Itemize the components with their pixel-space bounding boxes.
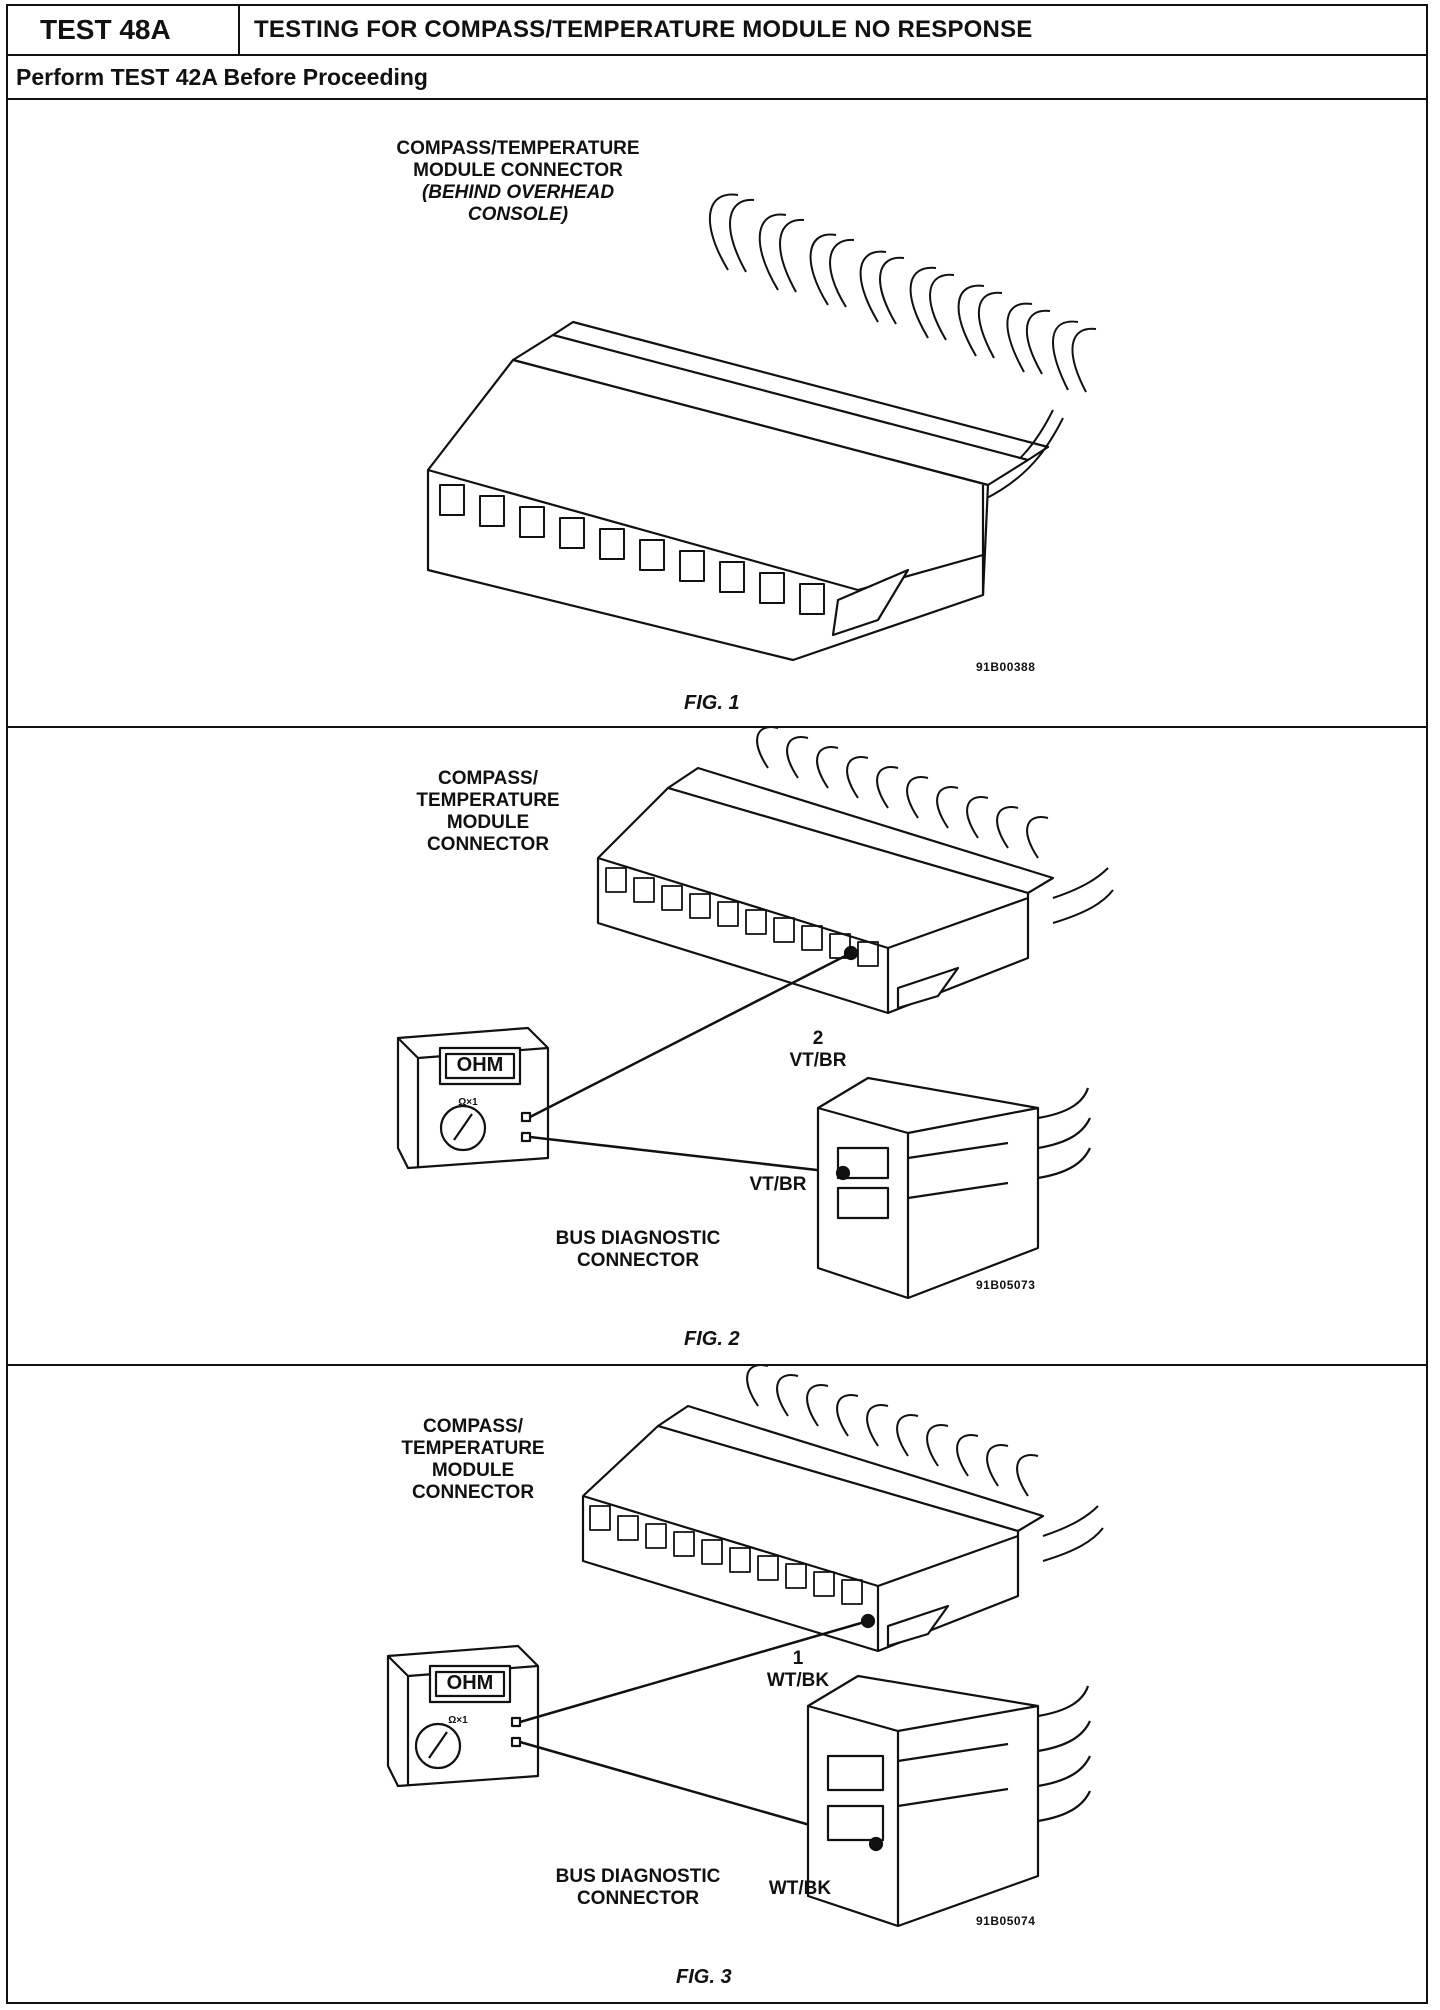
figure-3-drawing — [386, 1366, 1104, 1928]
fig2-pin-number: 2 — [812, 1028, 824, 1049]
terminal-cavity — [799, 583, 825, 615]
fig3-module-label-2: TEMPERATURE — [401, 1438, 545, 1459]
fig2-module-label-1: COMPASS/ — [438, 768, 538, 789]
fig3-bus-label-2: CONNECTOR — [576, 1888, 700, 1909]
figure-2-panel: COMPASS/ TEMPERATURE MODULE CONNECTOR OH… — [8, 728, 1426, 1366]
fig2-pin-wire: VT/BR — [789, 1050, 847, 1071]
fig3-module-label-4: CONNECTOR — [411, 1482, 535, 1503]
fig2-meter-range: Ω×1 — [458, 1097, 478, 1108]
fig3-bus-label-1: BUS DIAGNOSTIC — [555, 1866, 721, 1887]
test-title: TESTING FOR COMPASS/TEMPERATURE MODULE N… — [254, 16, 1033, 43]
prerequisite-note: Perform TEST 42A Before Proceeding — [8, 56, 1426, 100]
ohmmeter — [396, 1026, 550, 1170]
fig3-module-label-3: MODULE — [431, 1460, 515, 1481]
figure-2-drawing — [396, 728, 1114, 1300]
terminal-cavity — [759, 572, 785, 604]
fig1-drawing-code: 91B00388 — [976, 660, 1036, 674]
bus-diagnostic-connector — [816, 1076, 1091, 1300]
figure-1-connector-drawing — [426, 193, 1097, 662]
bus-diagnostic-connector — [806, 1674, 1091, 1928]
fig1-label-line2: MODULE CONNECTOR — [413, 160, 623, 181]
fig1-label-line3: (BEHIND OVERHEAD — [421, 182, 615, 203]
fig2-drawing-code: 91B05073 — [976, 1278, 1036, 1292]
terminal-cavity — [439, 484, 465, 516]
fig2-caption: FIG. 2 — [684, 1328, 740, 1350]
terminal-cavity — [719, 561, 745, 593]
ohmmeter — [386, 1644, 540, 1788]
fig3-caption: FIG. 3 — [676, 1966, 732, 1988]
fig3-bus-wire: WT/BK — [768, 1878, 832, 1899]
terminal-cavity — [519, 506, 545, 538]
terminal-cavity — [639, 539, 665, 571]
test-header: TEST 48A TESTING FOR COMPASS/TEMPERATURE… — [8, 6, 1426, 56]
terminal-cavity — [479, 495, 505, 527]
fig3-meter-range: Ω×1 — [448, 1715, 468, 1726]
figure-3-panel: COMPASS/ TEMPERATURE MODULE CONNECTOR OH… — [8, 1366, 1426, 2002]
fig2-module-label-4: CONNECTOR — [426, 834, 550, 855]
fig3-pin-wire: WT/BK — [766, 1670, 830, 1691]
fig3-drawing-code: 91B05074 — [976, 1914, 1036, 1928]
fig2-bus-wire: VT/BR — [749, 1174, 807, 1195]
test-sheet: TEST 48A TESTING FOR COMPASS/TEMPERATURE… — [6, 4, 1428, 2004]
terminal-cavity — [679, 550, 705, 582]
fig1-label-line1: COMPASS/TEMPERATURE — [396, 138, 640, 159]
fig2-bus-label-2: CONNECTOR — [576, 1250, 700, 1271]
wire-bundle — [709, 193, 1097, 501]
fig3-meter-display: OHM — [446, 1672, 494, 1694]
figure-1-panel: COMPASS/TEMPERATURE MODULE CONNECTOR (BE… — [8, 100, 1426, 728]
terminal-cavity — [559, 517, 585, 549]
fig1-caption: FIG. 1 — [684, 692, 740, 714]
fig2-module-label-2: TEMPERATURE — [416, 790, 560, 811]
terminal-cavity — [599, 528, 625, 560]
fig2-module-label-3: MODULE — [446, 812, 530, 833]
test-id: TEST 48A — [8, 6, 240, 54]
fig1-label-line4: CONSOLE) — [467, 204, 569, 225]
terminal-cavities — [439, 484, 825, 615]
fig2-meter-display: OHM — [456, 1054, 504, 1076]
fig3-module-label-1: COMPASS/ — [423, 1416, 523, 1437]
fig2-bus-label-1: BUS DIAGNOSTIC — [555, 1228, 721, 1249]
fig3-pin-number: 1 — [792, 1648, 804, 1669]
